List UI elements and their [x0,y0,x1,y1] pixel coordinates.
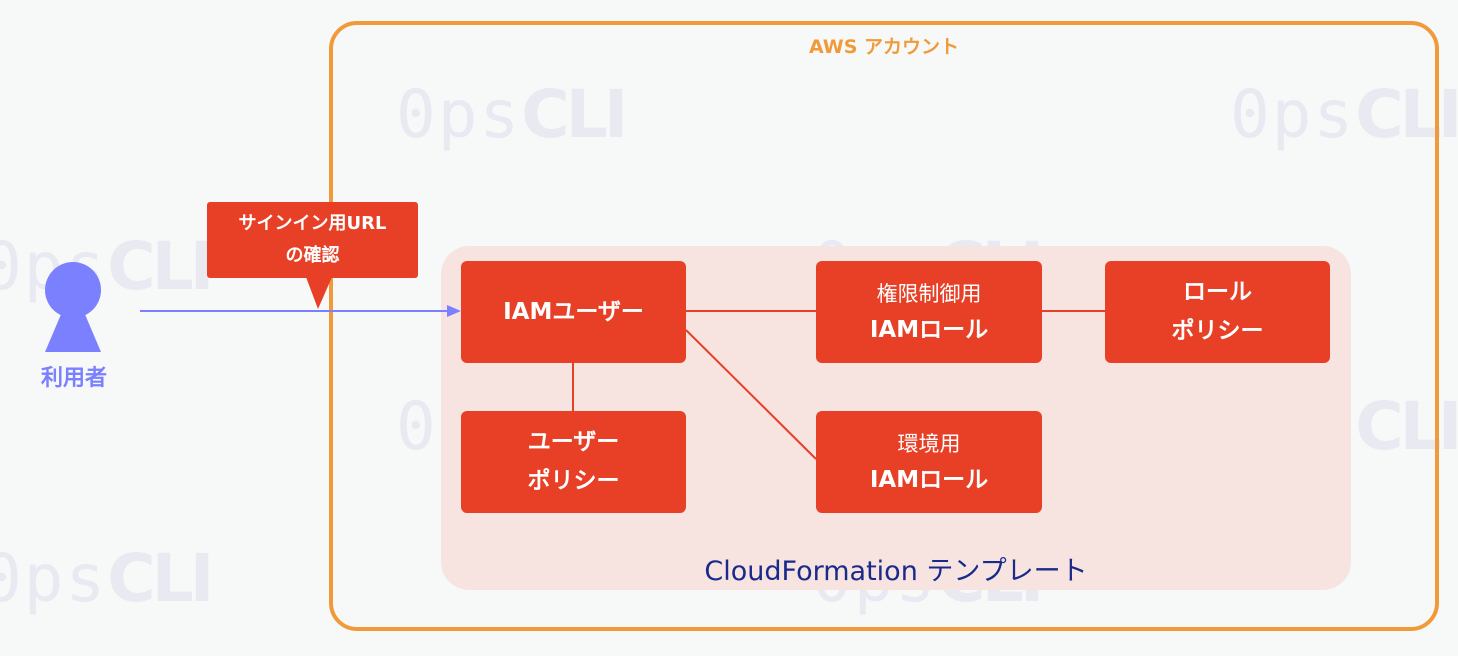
role-policy-line2: ポリシー [1171,318,1264,344]
control-role-node: 権限制御用 IAMロール [816,261,1042,363]
user-icon [45,262,101,352]
watermark: 0psCLI [396,76,628,153]
aws-account-container [329,21,1439,631]
user-policy-node: ユーザー ポリシー [461,411,686,513]
control-role-line1: 権限制御用 [876,282,982,306]
iam-user-label: IAMユーザー [503,298,644,325]
role-policy-node: ロール ポリシー [1105,261,1330,363]
signin-url-callout: サインイン用URL の確認 [207,202,418,278]
iam-user-to-env-role-line [685,329,817,460]
user-label: 利用者 [40,366,107,391]
env-role-line1: 環境用 [897,432,961,456]
callout-line2: の確認 [285,245,340,266]
aws-account-label: AWS アカウント [808,36,960,58]
callout-pointer [306,277,332,309]
cloudformation-template-label: CloudFormation テンプレート [704,556,1088,587]
user-policy-line2: ポリシー [527,468,620,494]
watermark: 0psCLI [0,540,214,617]
callout-line1: サインイン用URL [238,213,387,234]
watermark: 0psCLI [1230,76,1458,153]
iam-user-node: IAMユーザー [461,261,686,363]
env-role-line2: IAMロール [869,467,989,493]
user-policy-line1: ユーザー [527,429,620,455]
control-role-line2: IAMロール [869,317,989,343]
role-policy-line1: ロール [1183,279,1252,305]
env-role-node: 環境用 IAMロール [816,411,1042,513]
